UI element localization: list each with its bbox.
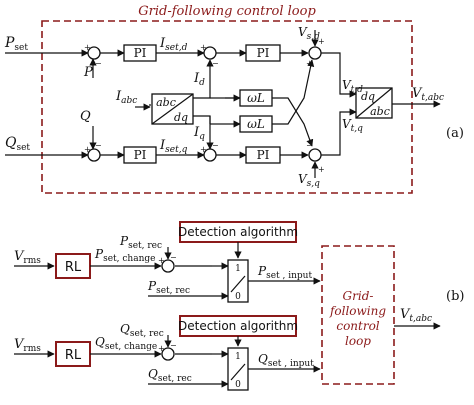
rl-block-q — [55, 341, 91, 367]
svg-text:+: + — [84, 145, 91, 154]
pi-block-iq — [245, 146, 281, 164]
rl-block-p-label: RL — [65, 260, 82, 275]
pi-block-q — [123, 146, 157, 164]
svg-text:+: + — [158, 256, 165, 265]
rl-block-q-label: RL — [65, 348, 82, 363]
sum-vd — [308, 46, 322, 60]
omega-l-top-label: ωL — [247, 91, 265, 105]
p-input-label: Pset , input — [257, 264, 312, 281]
panel-a-label: (a) — [446, 126, 464, 141]
v-sq-label: Vs,q — [298, 172, 320, 189]
i-setd-label: Iset,d — [159, 36, 188, 53]
p-change-label: Pset, change — [94, 247, 155, 264]
loop-line-3: control — [336, 319, 379, 333]
sum-q-change — [161, 347, 175, 361]
svg-text:−: − — [170, 253, 177, 262]
v-rms-q-label: Vrms — [14, 337, 41, 354]
sum-id — [203, 46, 217, 60]
abc-dq-bottom: dq — [174, 111, 188, 124]
svg-text:+: + — [318, 165, 325, 174]
loop-line-2: following — [329, 304, 386, 318]
i-d-label: Id — [193, 71, 205, 88]
detection-block-q-label: Detection algorithm — [178, 319, 298, 333]
sum-iq — [203, 148, 217, 162]
panel-a-title: Grid-following control loop — [138, 4, 316, 19]
dq-abc-bottom: abc — [370, 105, 390, 118]
svg-text:−: − — [212, 59, 219, 68]
svg-text:0: 0 — [235, 380, 241, 390]
v-rms-p-label: Vrms — [14, 249, 41, 266]
svg-text:+: + — [158, 344, 165, 353]
svg-text:+: + — [200, 145, 207, 154]
pi-block-iq-label: PI — [257, 148, 270, 162]
v-td-label: Vt,d — [342, 78, 363, 95]
pi-block-id-label: PI — [257, 46, 270, 60]
p-set-label: Pset — [4, 35, 28, 53]
sum-q — [87, 148, 101, 162]
q-rec-bottom-label: Qset, rec — [148, 367, 192, 384]
abc-dq-top: abc — [156, 96, 176, 109]
control-loop-box — [321, 245, 395, 385]
q-feedback-label: Q — [80, 109, 91, 124]
svg-text:−: − — [95, 141, 102, 150]
panel-a: Grid-following control loop (a) Pset Qse… — [4, 4, 464, 194]
pi-block-q-label: PI — [134, 148, 147, 162]
svg-text:+: + — [318, 37, 325, 46]
q-change-label: Qset, change — [95, 335, 157, 352]
i-q-label: Iq — [193, 125, 205, 142]
pi-block-p — [123, 44, 157, 62]
q-rec-top-label: Qset, rec — [120, 322, 164, 339]
omega-l-block-bottom — [239, 115, 273, 133]
panel-b-label: (b) — [446, 289, 464, 304]
loop-line-1: Grid- — [343, 289, 374, 303]
sum-p-change — [161, 259, 175, 273]
svg-text:−: − — [212, 141, 219, 150]
v-tq-label: Vt,q — [342, 117, 363, 134]
panel-b: (b) Grid- following control loop Vt,abc … — [14, 221, 464, 391]
svg-text:+: + — [306, 59, 313, 68]
loop-line-4: loop — [345, 334, 371, 348]
v-sd-label: Vs,d — [298, 25, 320, 42]
sum-p — [87, 46, 101, 60]
detection-block-p-label: Detection algorithm — [178, 225, 298, 239]
p-rec-bottom-label: Pset, rec — [147, 279, 190, 296]
i-setq-label: Iset,q — [159, 138, 188, 155]
svg-text:−: − — [306, 141, 313, 150]
sum-vq — [308, 148, 322, 162]
v-tabc-b-label: Vt,abc — [400, 307, 432, 324]
p-feedback-label: P — [83, 65, 93, 80]
pi-block-p-label: PI — [134, 46, 147, 60]
q-set-label: Qset — [5, 135, 30, 153]
svg-text:−: − — [170, 341, 177, 350]
svg-text:+: + — [84, 43, 91, 52]
svg-text:−: − — [95, 59, 102, 68]
dq-abc-top: dq — [361, 90, 375, 103]
svg-text:1: 1 — [235, 352, 241, 362]
svg-text:1: 1 — [235, 264, 241, 274]
svg-text:+: + — [200, 43, 207, 52]
omega-l-block-top — [239, 89, 273, 107]
q-input-label: Qset , input — [258, 352, 314, 369]
i-abc-label: Iabc — [115, 89, 137, 106]
grid-following-loop-boundary — [41, 20, 413, 194]
pi-block-id — [245, 44, 281, 62]
omega-l-bottom-label: ωL — [247, 117, 265, 131]
v-tabc-a-label: Vt,abc — [412, 86, 444, 103]
p-rec-top-label: Pset, rec — [119, 234, 162, 251]
svg-text:0: 0 — [235, 292, 241, 302]
